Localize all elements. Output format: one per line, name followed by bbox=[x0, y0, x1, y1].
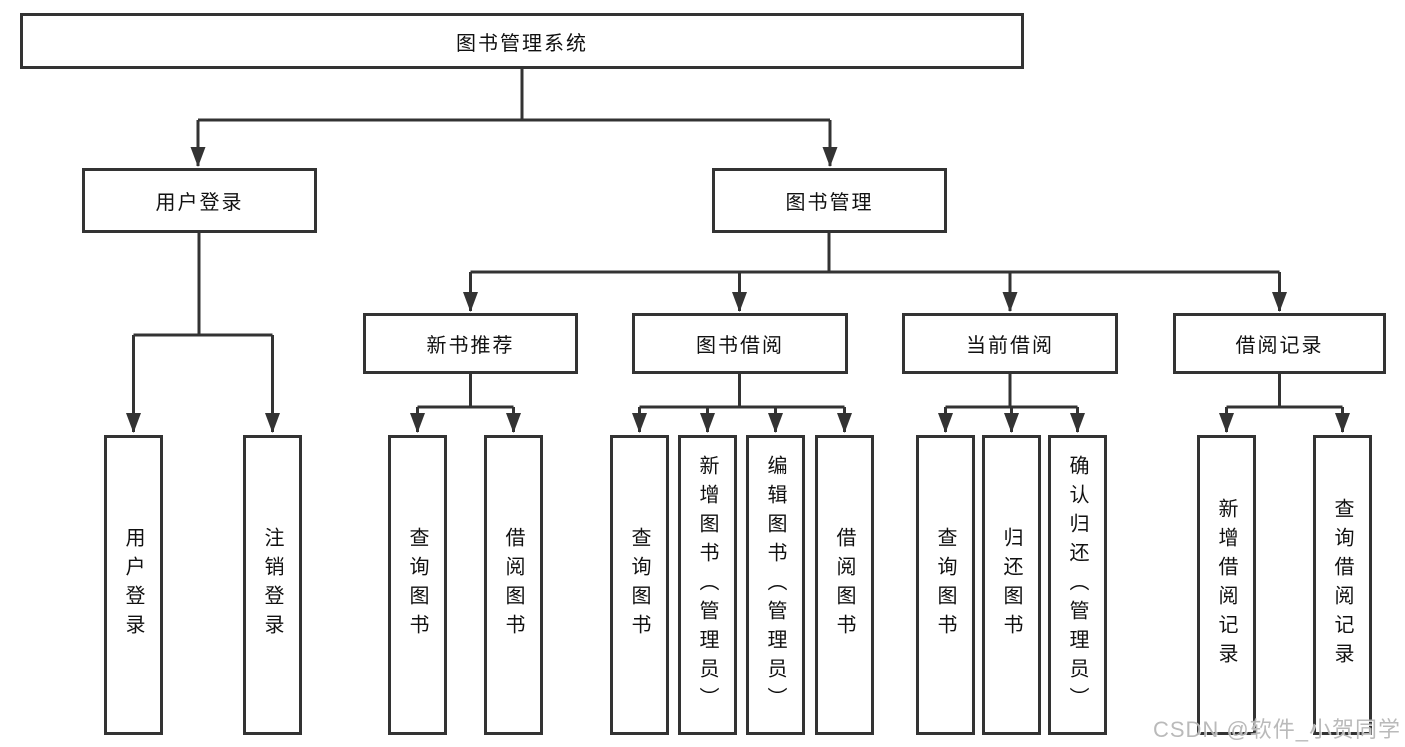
leaf-br-query-record: 查询借阅记录 bbox=[1313, 435, 1372, 735]
node-book-borrowing: 图书借阅 bbox=[632, 313, 848, 374]
node-user-login: 用户登录 bbox=[82, 168, 317, 233]
node-current-borrowing: 当前借阅 bbox=[902, 313, 1118, 374]
node-borrow-records: 借阅记录 bbox=[1173, 313, 1386, 374]
leaf-nb-borrow-books: 借阅图书 bbox=[484, 435, 543, 735]
leaf-cb-confirm-return-admin: 确认归还（管理员） bbox=[1048, 435, 1107, 735]
leaf-user-login: 用户登录 bbox=[104, 435, 163, 735]
node-book-management: 图书管理 bbox=[712, 168, 947, 233]
leaf-cb-return-books: 归还图书 bbox=[982, 435, 1041, 735]
leaf-bb-edit-books-admin: 编辑图书（管理员） bbox=[746, 435, 805, 735]
csdn-watermark: CSDN @软件_小贺同学 bbox=[1152, 717, 1401, 742]
leaf-bb-add-books-admin: 新增图书（管理员） bbox=[678, 435, 737, 735]
leaf-nb-query-books: 查询图书 bbox=[388, 435, 447, 735]
node-library-system: 图书管理系统 bbox=[20, 13, 1024, 69]
leaf-logout: 注销登录 bbox=[243, 435, 302, 735]
leaf-bb-borrow-books: 借阅图书 bbox=[815, 435, 874, 735]
leaf-cb-query-books: 查询图书 bbox=[916, 435, 975, 735]
leaf-bb-query-books: 查询图书 bbox=[610, 435, 669, 735]
leaf-br-add-record: 新增借阅记录 bbox=[1197, 435, 1256, 735]
node-new-book-recommend: 新书推荐 bbox=[363, 313, 578, 374]
